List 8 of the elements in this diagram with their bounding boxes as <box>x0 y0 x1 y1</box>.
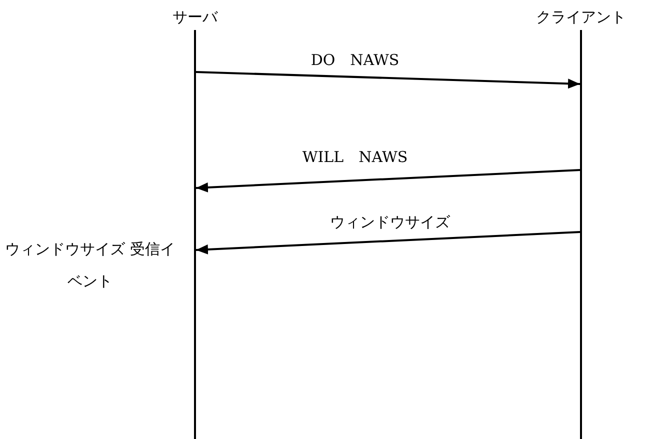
event-note: ウィンドウサイズ 受信イベント <box>4 239 176 292</box>
arrow <box>196 231 580 254</box>
participant-name: クライアント <box>536 7 626 28</box>
lifeline <box>580 30 582 439</box>
arrow <box>196 71 580 89</box>
lifeline <box>194 30 196 439</box>
participant-name: サーバ <box>172 7 218 28</box>
arrow <box>196 169 580 192</box>
